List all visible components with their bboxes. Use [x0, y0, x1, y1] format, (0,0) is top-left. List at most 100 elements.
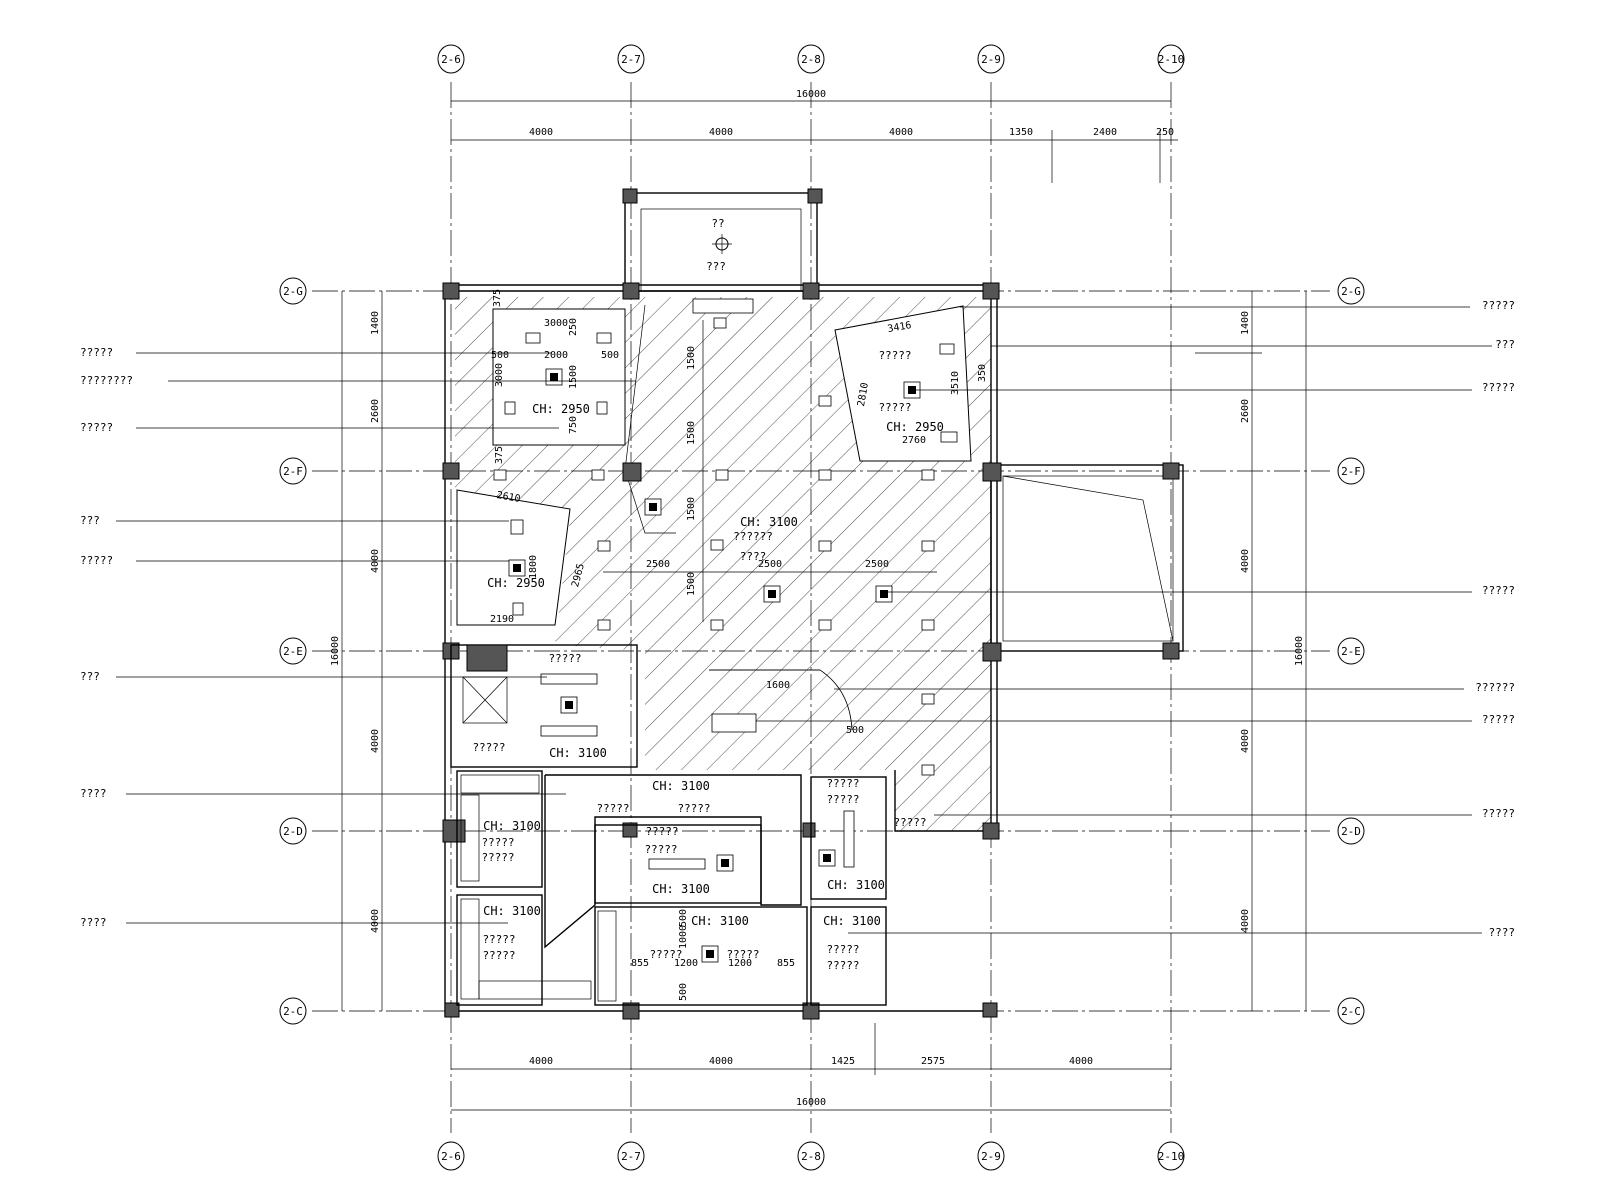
- downlight: [512, 602, 524, 616]
- svg-text:2190: 2190: [490, 614, 514, 625]
- svg-text:500: 500: [678, 909, 689, 927]
- callout: ?????: [80, 346, 552, 359]
- callout: ???: [80, 670, 547, 683]
- svg-text:?????: ?????: [80, 554, 113, 567]
- svg-text:?????: ?????: [878, 401, 911, 414]
- right-balcony: [990, 464, 1184, 652]
- svg-text:?????: ?????: [649, 948, 682, 961]
- svg-text:4000: 4000: [370, 729, 381, 753]
- grid-bubble: 2-10: [1157, 1141, 1185, 1171]
- svg-text:1200: 1200: [728, 958, 752, 969]
- grid-bubble: 2-D: [279, 817, 307, 845]
- svg-text:CH: 3100: CH: 3100: [549, 746, 607, 760]
- svg-text:?????: ?????: [826, 959, 859, 972]
- grid-bubble: 2-6: [437, 1141, 465, 1171]
- svg-text:?????: ?????: [644, 843, 677, 856]
- svg-text:?????: ?????: [482, 933, 515, 946]
- svg-text:1500: 1500: [686, 497, 697, 521]
- grid-bubble: 2-G: [1337, 277, 1365, 305]
- svg-text:2-9: 2-9: [981, 1150, 1001, 1163]
- svg-text:350: 350: [977, 364, 988, 382]
- svg-text:?????: ?????: [677, 802, 710, 815]
- grid-bubble: 2-C: [1337, 997, 1365, 1025]
- svg-text:2-6: 2-6: [441, 53, 461, 66]
- column: [1162, 462, 1180, 480]
- downlight: [510, 519, 524, 535]
- svg-text:1800: 1800: [528, 555, 539, 579]
- svg-text:500: 500: [678, 983, 689, 1001]
- column: [807, 188, 823, 204]
- grid-bubble: 2-D: [1337, 817, 1365, 845]
- svg-text:375: 375: [494, 446, 505, 464]
- svg-text:16000: 16000: [330, 636, 341, 666]
- svg-text:CH: 3100: CH: 3100: [652, 779, 710, 793]
- svg-text:???: ???: [80, 670, 100, 683]
- column: [622, 822, 638, 838]
- column: [982, 462, 1002, 482]
- svg-text:?????: ?????: [548, 652, 581, 665]
- callout: ?????: [934, 807, 1515, 820]
- svg-text:4000: 4000: [709, 127, 733, 138]
- svg-text:??: ??: [711, 217, 724, 230]
- svg-text:?????: ?????: [80, 421, 113, 434]
- downlight: [525, 332, 541, 344]
- svg-text:?????: ?????: [1482, 807, 1515, 820]
- callout: ????: [80, 787, 566, 800]
- column: [444, 1002, 460, 1018]
- room-labels: ????? ????? ?????? ???? ????? ????? ????…: [472, 349, 926, 972]
- svg-text:?????: ?????: [80, 346, 113, 359]
- svg-text:2-E: 2-E: [1341, 645, 1361, 658]
- callout: ????: [80, 916, 508, 929]
- svg-text:1000: 1000: [678, 925, 689, 949]
- grid-bubble: 2-F: [1337, 457, 1365, 485]
- svg-text:2-8: 2-8: [801, 53, 821, 66]
- svg-text:2575: 2575: [921, 1056, 945, 1067]
- svg-text:2-10: 2-10: [1158, 1150, 1185, 1163]
- svg-text:2400: 2400: [1093, 127, 1117, 138]
- svg-text:?????: ?????: [826, 777, 859, 790]
- callout: ?????: [80, 421, 559, 434]
- grid-bubble: 2-8: [797, 44, 825, 74]
- svg-text:250: 250: [1156, 127, 1174, 138]
- callout: ????: [848, 926, 1515, 939]
- svg-text:250: 250: [568, 318, 579, 336]
- callout: ???: [80, 514, 509, 527]
- svg-text:????????: ????????: [80, 374, 133, 387]
- svg-text:??????: ??????: [1475, 681, 1515, 694]
- grid-bubble: 2-6: [437, 44, 465, 74]
- svg-text:CH: 3100: CH: 3100: [823, 914, 881, 928]
- callout: ?????: [884, 584, 1515, 597]
- svg-text:500: 500: [601, 350, 619, 361]
- svg-text:1425: 1425: [831, 1056, 855, 1067]
- svg-text:????: ????: [1489, 926, 1516, 939]
- svg-text:CH: 3100: CH: 3100: [740, 515, 798, 529]
- column: [982, 282, 1000, 300]
- svg-text:2-10: 2-10: [1158, 53, 1185, 66]
- svg-text:?????: ?????: [726, 948, 759, 961]
- svg-text:2-E: 2-E: [283, 645, 303, 658]
- callout: ?????: [960, 299, 1515, 312]
- downlight: [940, 431, 958, 443]
- callout: ???: [991, 338, 1515, 351]
- dimensions-bottom: 4000 4000 1425 2575 4000 16000: [451, 1023, 1171, 1111]
- column: [982, 822, 1000, 840]
- svg-text:?????: ?????: [596, 802, 629, 815]
- grid-bubble: 2-7: [617, 1141, 645, 1171]
- svg-text:????: ????: [80, 787, 107, 800]
- callout: ?????: [912, 381, 1515, 394]
- downlight: [939, 343, 955, 355]
- svg-text:CH: 2950: CH: 2950: [886, 420, 944, 434]
- svg-text:2000: 2000: [544, 350, 568, 361]
- downlight: [504, 401, 516, 415]
- svg-text:CH: 3100: CH: 3100: [827, 878, 885, 892]
- column: [622, 188, 638, 204]
- svg-text:1600: 1600: [766, 680, 790, 691]
- svg-text:3510: 3510: [950, 371, 961, 395]
- svg-text:?????: ?????: [1482, 584, 1515, 597]
- svg-text:2-F: 2-F: [283, 465, 303, 478]
- svg-text:2-7: 2-7: [621, 1150, 641, 1163]
- callout: ??????: [834, 681, 1515, 694]
- svg-text:3000: 3000: [494, 363, 505, 387]
- lower-rooms: [450, 644, 887, 1006]
